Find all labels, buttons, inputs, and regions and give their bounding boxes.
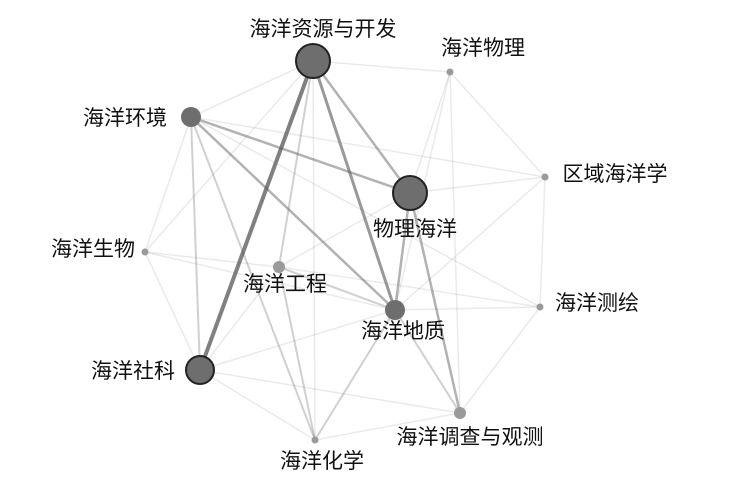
node-label-environment: 海洋环境 (83, 106, 167, 130)
edge-environment-surveying (190, 116, 541, 308)
edge-resources-chemistry (312, 60, 316, 441)
edge-physical_ocean-ocean_physics (409, 71, 451, 194)
node-label-ocean-physics: 海洋物理 (441, 36, 525, 60)
node-geology (385, 300, 405, 320)
edge-social-survey_obs (199, 369, 461, 414)
edge-social-chemistry (199, 369, 316, 441)
edge-survey_obs-chemistry (314, 412, 461, 441)
node-regional (541, 173, 549, 181)
edge-resources-geology (311, 60, 397, 311)
node-environment (181, 107, 201, 127)
edge-regional-surveying (539, 176, 546, 308)
node-label-geology: 海洋地质 (361, 319, 445, 343)
edge-social-resources (198, 60, 315, 371)
edge-physical_ocean-regional (409, 176, 546, 194)
edge-engineering-chemistry (278, 266, 316, 441)
node-chemistry (311, 436, 319, 444)
edge-surveying-engineering (278, 266, 541, 308)
node-survey_obs (454, 407, 466, 419)
edge-resources-ocean_physics (312, 60, 451, 73)
node-label-social: 海洋社科 (91, 359, 175, 383)
node-label-regional: 区域海洋学 (563, 162, 668, 186)
node-label-physical-ocean: 物理海洋 (373, 217, 457, 241)
edge-biology-geology (144, 251, 396, 311)
node-label-survey-obs: 海洋调查与观测 (397, 425, 544, 449)
node-surveying (536, 303, 544, 311)
edge-survey_obs-surveying (459, 306, 541, 414)
edge-environment-social (190, 116, 201, 371)
edge-survey_obs-ocean_physics (449, 71, 461, 414)
edges-layer (144, 60, 546, 441)
labels-layer: 海洋资源与开发 海洋物理 海洋环境 区域海洋学 物理海洋 海洋生物 海洋工程 海… (51, 17, 668, 473)
node-engineering (273, 261, 285, 273)
node-ocean_physics (446, 68, 454, 76)
edge-ocean_physics-regional (449, 71, 546, 178)
node-resources (295, 43, 331, 79)
node-label-chemistry: 海洋化学 (280, 449, 364, 473)
edge-geology-surveying (394, 306, 541, 311)
edge-environment-physical_ocean (190, 115, 411, 195)
node-biology (141, 248, 149, 256)
edge-engineering-biology (144, 251, 280, 268)
edge-environment-biology (144, 116, 192, 253)
edge-geology-survey_obs (394, 309, 461, 414)
edge-biology-resources (144, 60, 314, 253)
nodes-layer (141, 43, 549, 444)
node-label-surveying: 海洋测绘 (555, 291, 639, 315)
edge-geology-social (199, 309, 396, 371)
edge-geology-chemistry (314, 309, 396, 441)
edge-physical_ocean-survey_obs (408, 192, 462, 414)
edge-social-biology (144, 251, 201, 371)
node-physical_ocean (392, 175, 428, 211)
edge-resources-physical_ocean (311, 60, 412, 194)
edge-environment-chemistry (190, 116, 316, 441)
node-label-engineering: 海洋工程 (243, 272, 327, 296)
edge-environment-geology (190, 116, 396, 311)
node-label-biology: 海洋生物 (51, 237, 135, 261)
edge-physical_ocean-engineering (278, 192, 411, 268)
edge-physical_ocean-geology (393, 192, 412, 311)
node-social (185, 355, 215, 385)
node-label-resources: 海洋资源与开发 (250, 17, 397, 41)
edge-engineering-social (199, 266, 280, 371)
edge-resources-engineering (278, 60, 314, 268)
edge-environment-resources (190, 60, 314, 118)
edge-regional-geology (394, 176, 546, 311)
edge-regional-environment (190, 116, 546, 178)
edge-geology-engineering (278, 266, 396, 311)
